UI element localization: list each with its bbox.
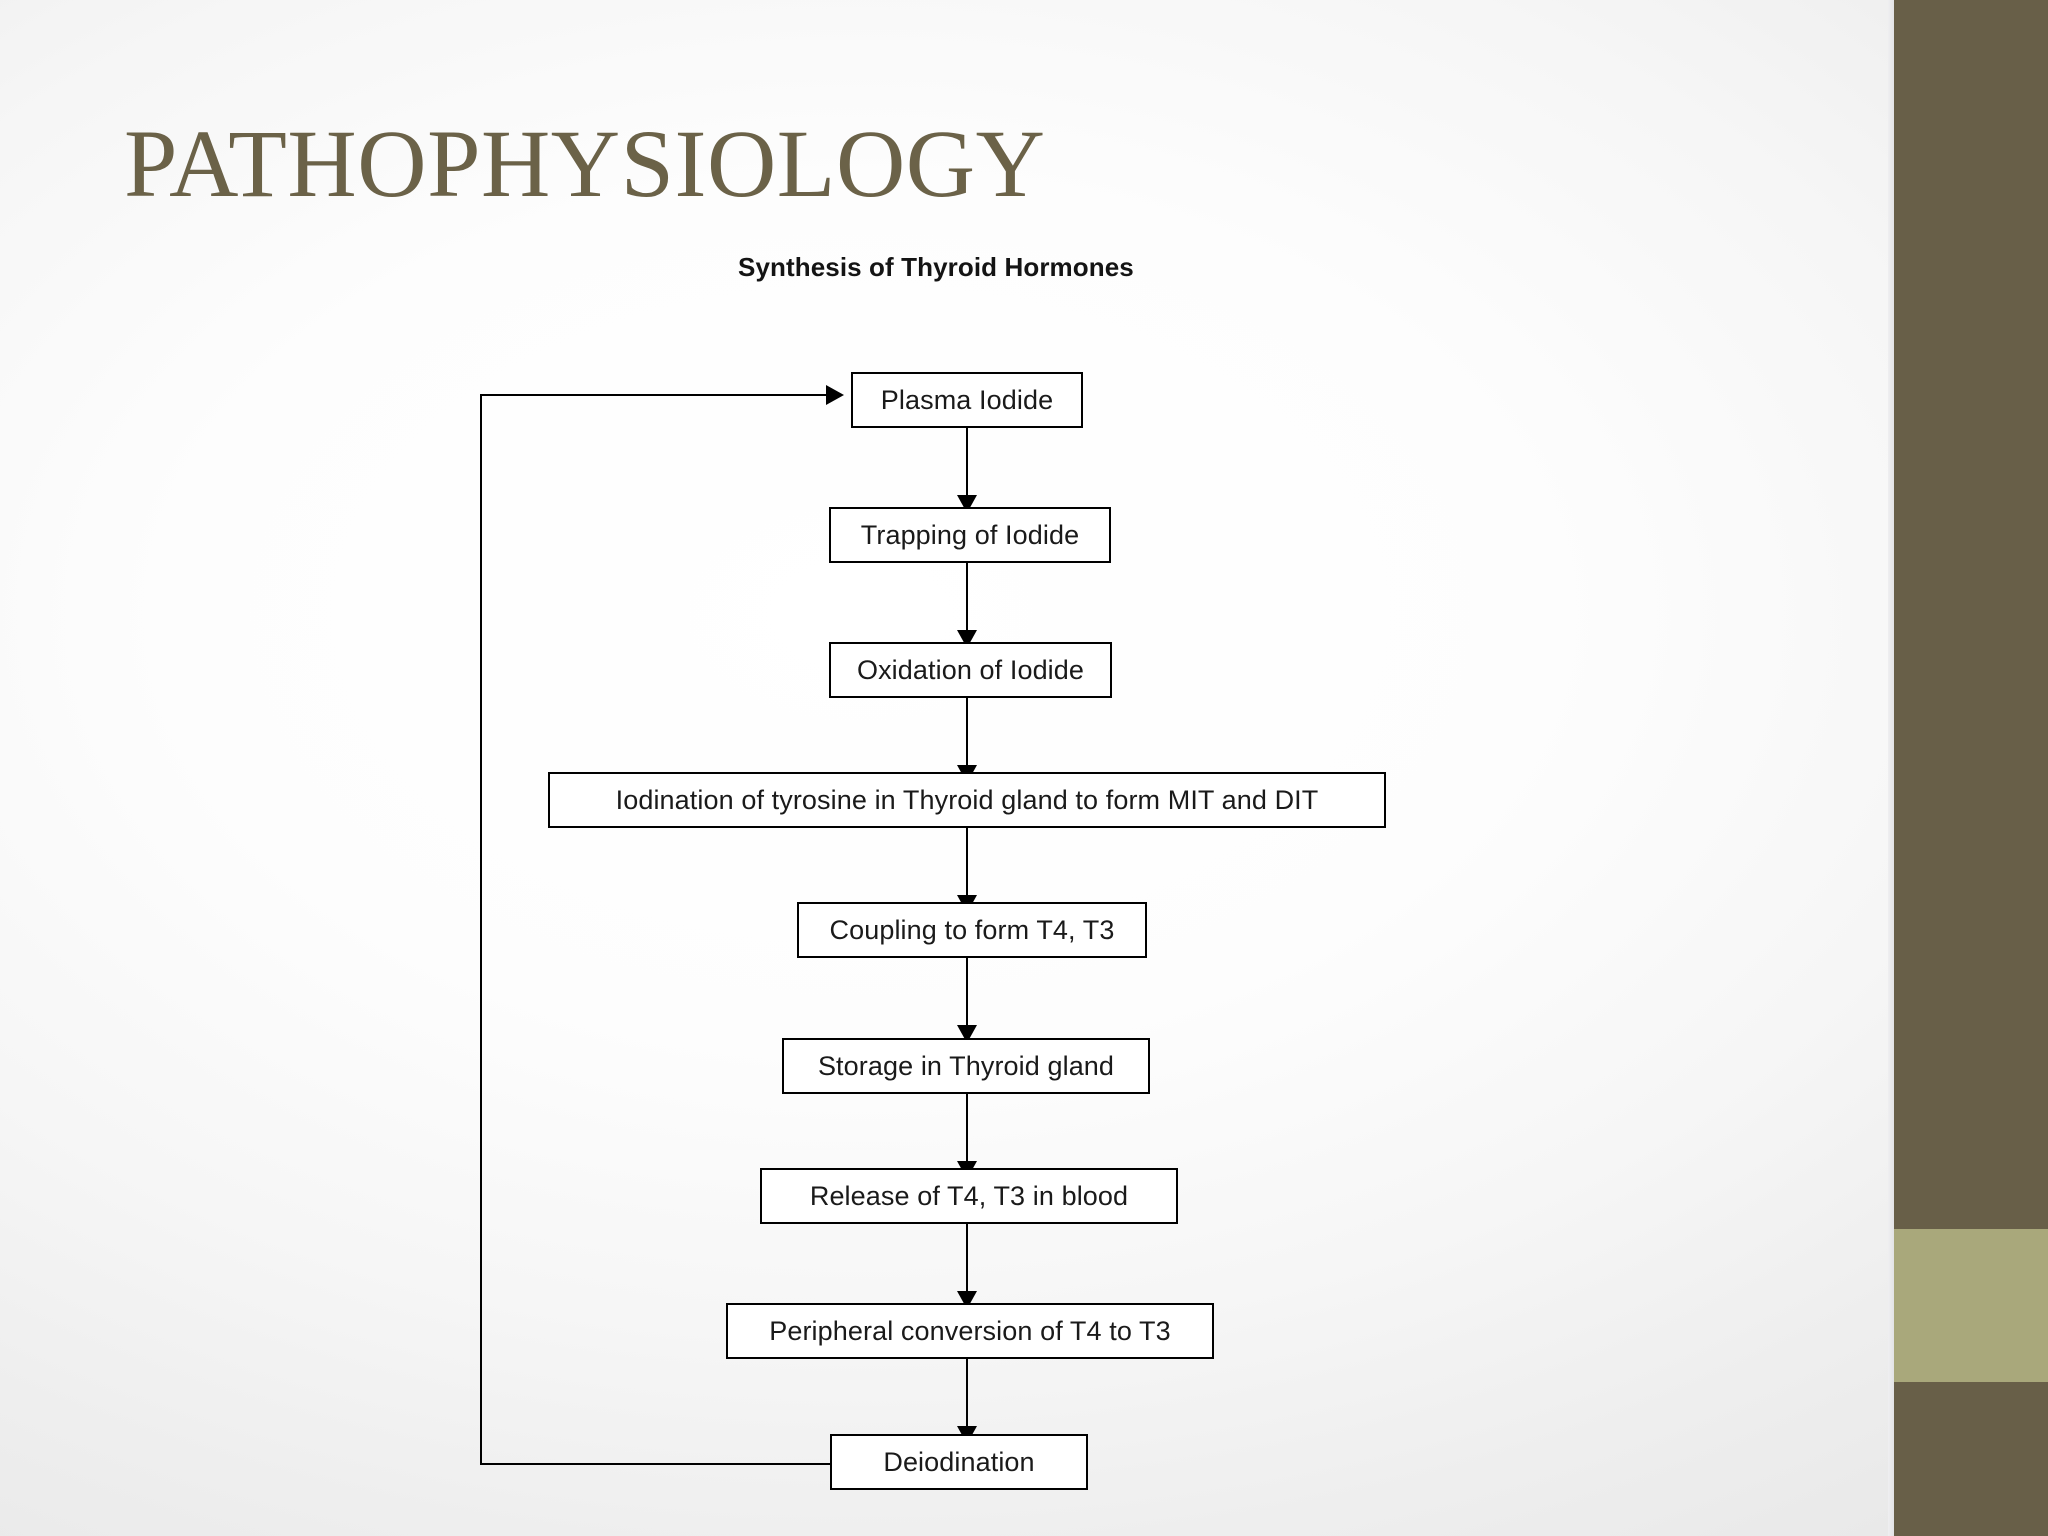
page-subtitle: Synthesis of Thyroid Hormones: [738, 252, 1134, 282]
feedback-line-bottom: [480, 1463, 830, 1465]
flow-node-iodination-of-tyrosine[interactable]: Iodination of tyrosine in Thyroid gland …: [548, 772, 1386, 828]
right-bar-edge: [1888, 0, 1894, 1536]
flow-node-peripheral-conversion[interactable]: Peripheral conversion of T4 to T3: [726, 1303, 1214, 1359]
flow-node-trapping-of-iodide[interactable]: Trapping of Iodide: [829, 507, 1111, 563]
flow-node-release-t4-t3-blood[interactable]: Release of T4, T3 in blood: [760, 1168, 1178, 1224]
connector-5: [966, 958, 968, 1032]
feedback-line-left: [480, 394, 482, 1465]
flow-node-coupling-t4-t3[interactable]: Coupling to form T4, T3: [797, 902, 1147, 958]
flow-node-plasma-iodide[interactable]: Plasma Iodide: [851, 372, 1083, 428]
connector-4: [966, 828, 968, 902]
page-title: PATHOPHYSIOLOGY: [124, 110, 1046, 217]
connector-6: [966, 1094, 968, 1168]
connector-7: [966, 1224, 968, 1298]
flow-node-deiodination[interactable]: Deiodination: [830, 1434, 1088, 1490]
connector-8: [966, 1359, 968, 1433]
flow-node-storage-thyroid-gland[interactable]: Storage in Thyroid gland: [782, 1038, 1150, 1094]
feedback-line-top: [480, 394, 826, 396]
connector-3: [966, 698, 968, 772]
flow-node-oxidation-of-iodide[interactable]: Oxidation of Iodide: [829, 642, 1112, 698]
connector-1: [966, 428, 968, 502]
right-decorative-bar-accent-band: [1894, 1229, 2048, 1382]
feedback-arrowhead-icon: [826, 385, 844, 405]
connector-2: [966, 563, 968, 637]
